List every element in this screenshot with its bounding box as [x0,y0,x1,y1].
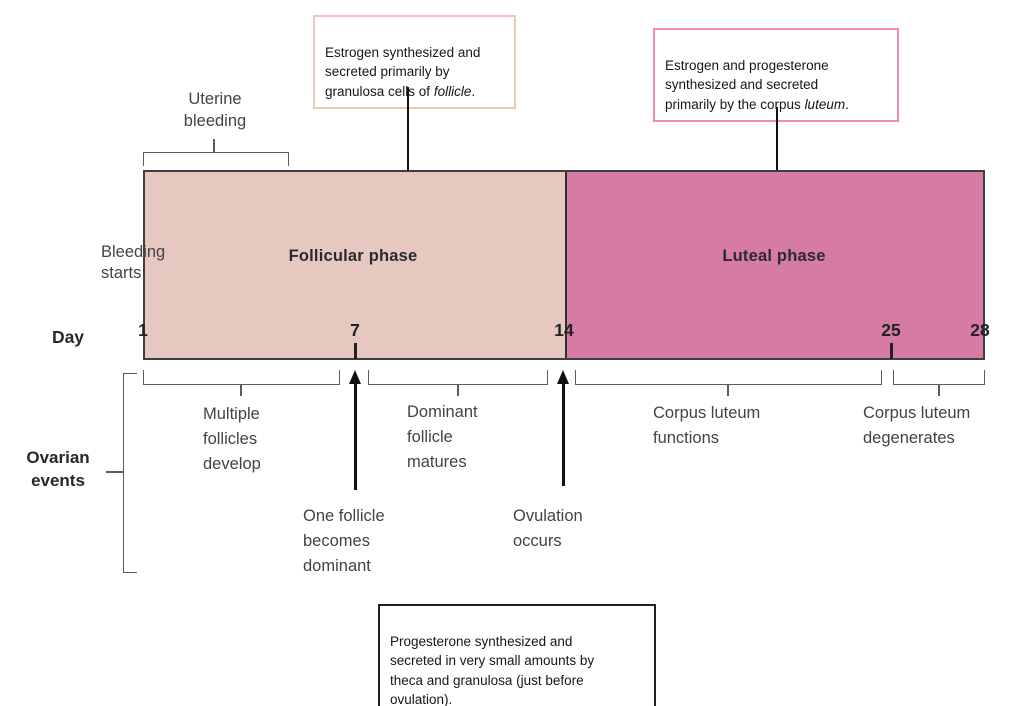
corpus-functions-bracket-tick [727,385,729,396]
multiple-follicles-label: Multiple follicles develop [203,405,261,473]
corpus-functions-bracket [575,370,882,385]
callout-corpus-luteum-italic: luteum [804,96,846,112]
day-25-tick [890,343,893,359]
callout-estrogen-follicle: Estrogen synthesized and secreted primar… [313,15,516,109]
day-14-label: 14 [554,320,574,340]
callout-estrogen-follicle-period: . [471,83,476,99]
ovarian-events-bracket-tick [106,471,123,473]
follicle-callout-arrow-shaft [407,87,409,215]
dominant-follicle-bracket-tick [457,385,459,396]
corpus-functions-label: Corpus luteum functions [653,404,761,447]
luteal-phase-label: Luteal phase [722,247,826,265]
ovarian-events-bracket [123,373,137,573]
day-25-label: 25 [881,320,901,340]
ovulation-arrow-shaft [562,384,565,486]
one-follicle-label: One follicle becomes dominant [303,507,385,575]
follicular-phase-label: Follicular phase [288,247,418,265]
day-7-label: 7 [350,320,360,340]
callout-corpus-luteum-text: Estrogen and progesterone synthesized an… [665,57,829,112]
callout-corpus-luteum-period: . [845,96,849,112]
day-axis-label: Day [51,327,85,347]
luteal-phase-region [565,172,983,358]
corpus-degenerates-bracket [893,370,985,385]
dominant-follicle-bracket [368,370,548,385]
callout-estrogen-follicle-italic: follicle [433,83,472,99]
uterine-bleeding-bracket-tick [213,139,215,152]
callout-progesterone: Progesterone synthesized and secreted in… [378,604,656,706]
uterine-bleeding-bracket [143,152,289,166]
multiple-follicles-bracket-tick [240,385,242,396]
corpus-degenerates-bracket-tick [938,385,940,396]
ovulation-label: Ovulation occurs [513,507,583,550]
callout-progesterone-text: Progesterone synthesized and secreted in… [390,633,595,706]
uterine-bleeding-label: Uterine bleeding [183,90,247,130]
day-1-label: 1 [138,320,148,340]
cycle-timeline-rect [143,170,985,360]
day-7-tick [354,343,357,359]
ovulation-arrow-icon [557,370,569,384]
follicular-phase-region [145,172,565,358]
bleeding-starts-label: Bleeding starts [101,243,166,282]
corpus-degenerates-label: Corpus luteum degenerates [863,404,971,447]
day-28-label: 28 [970,320,990,340]
ovarian-events-label: Ovarian events [26,448,90,490]
multiple-follicles-bracket [143,370,340,385]
one-follicle-arrow-shaft [354,384,357,490]
dominant-follicle-label: Dominant follicle matures [407,403,478,471]
luteum-callout-arrow-shaft [776,107,778,200]
one-follicle-arrow-icon [349,370,361,384]
